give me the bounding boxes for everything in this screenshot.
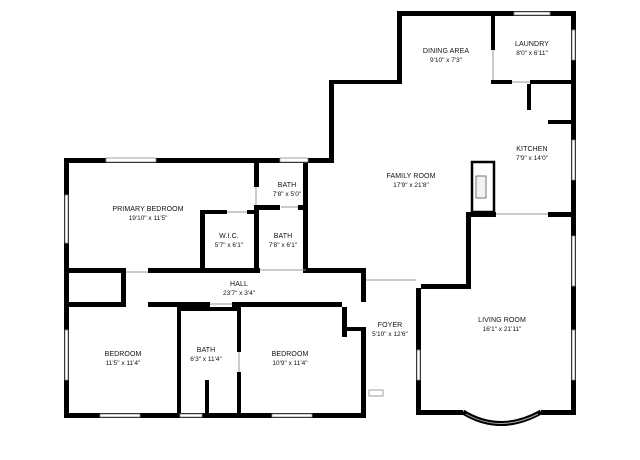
wall [177,307,241,311]
window [105,157,157,163]
room-dimensions: 7'8" x 6'1" [268,241,298,249]
room-name: KITCHEN [516,146,548,153]
room-label-dining: DINING AREA 9'10" x 7'3" [423,48,469,65]
window [571,139,576,181]
room-name: LIVING ROOM [478,317,526,324]
wall [64,413,366,418]
window [571,29,576,61]
wall [397,11,402,84]
wall [303,163,308,273]
wall [548,212,576,217]
room-dimensions: 7'8" x 5'0" [272,190,302,198]
wall [254,205,259,273]
room-label-hall: HALL 23'7" x 3'4" [223,281,255,298]
wall [237,372,241,418]
window [179,413,203,418]
room-label-primary-bedroom: PRIMARY BEDROOM 19'10" x 11'5" [112,206,183,223]
room-dimensions: 6'3" x 11'4" [190,355,222,363]
room-dimensions: 8'0" x 6'11" [516,49,548,57]
wall [254,205,280,210]
room-dimensions: 19'10" x 11'5" [128,214,168,222]
wall [466,212,471,288]
window [571,235,576,287]
room-name: BATH [277,182,297,189]
wall [361,273,366,302]
room-dimensions: 23'7" x 3'4" [222,289,256,297]
room-label-living: LIVING ROOM 16'1" x 21'11" [478,317,526,334]
room-name: FAMILY ROOM [386,173,436,180]
fireplace [470,160,496,214]
room-dimensions: 16'1" x 21'11" [482,325,522,333]
wall [247,210,259,214]
room-dimensions: 17'9" x 21'8" [393,181,429,189]
wall [64,268,126,273]
window [64,329,69,381]
wall [491,16,495,50]
wall [121,268,126,307]
window [64,194,69,244]
wall [177,307,181,418]
wall [200,210,227,214]
room-name: LAUNDRY [514,41,550,48]
room-label-laundry: LAUNDRY 8'0" x 6'11" [515,41,549,58]
room-label-bath-2: BATH 7'8" x 6'1" [269,233,297,250]
room-label-bath-3: BATH 6'3" x 11'4" [190,347,222,364]
room-label-bath-1: BATH 7'8" x 5'0" [273,182,301,199]
wall [232,302,342,307]
room-name: HALL [230,281,248,288]
window [368,389,384,397]
wall [237,307,241,352]
wall [361,327,366,418]
wall [342,327,366,331]
room-label-wic: W.I.C. 5'7" x 6'1" [215,233,243,250]
wall [64,158,69,418]
wall [541,410,576,415]
room-label-foyer: FOYER 5'10" x 12'6" [372,322,408,339]
wall [306,268,366,273]
window [571,329,576,381]
room-name: BATH [273,233,293,240]
room-name: BEDROOM [104,351,142,358]
wall [548,120,576,124]
wall [397,11,576,16]
window [271,413,313,418]
room-dimensions: 5'7" x 6'1" [214,241,244,249]
room-label-kitchen: KITCHEN 7'9" x 14'0" [516,146,548,163]
wall [205,380,209,418]
wall [329,80,401,84]
wall [254,163,259,187]
room-dimensions: 7'9" x 14'0" [515,154,549,162]
wall [342,307,347,337]
room-dimensions: 10'9" x 11'4" [272,359,308,367]
room-dimensions: 5'10" x 12'6" [372,330,408,338]
wall [491,80,512,84]
wall [421,284,471,289]
room-label-bedroom-1: BEDROOM 11'5" x 11'4" [105,351,142,368]
room-dimensions: 9'10" x 7'3" [429,56,463,64]
wall [329,80,334,163]
room-name: BEDROOM [271,351,309,358]
wall [466,212,496,217]
window [279,157,309,163]
room-label-family: FAMILY ROOM 17'9" x 21'8" [386,173,435,190]
wall [527,84,531,110]
room-name: W.I.C. [219,233,239,240]
wall [200,210,205,273]
room-dimensions: 11'5" x 11'4" [105,359,141,367]
wall [416,410,463,415]
room-name: BATH [196,347,216,354]
wall [530,80,576,84]
window [416,349,421,381]
room-name: PRIMARY BEDROOM [112,206,184,213]
room-name: FOYER [377,322,403,329]
room-label-bedroom-2: BEDROOM 10'9" x 11'4" [272,351,309,368]
wall [64,158,334,163]
room-name: DINING AREA [422,48,470,55]
wall [64,302,126,307]
window [513,11,551,16]
window [99,413,141,418]
wall [148,302,210,307]
